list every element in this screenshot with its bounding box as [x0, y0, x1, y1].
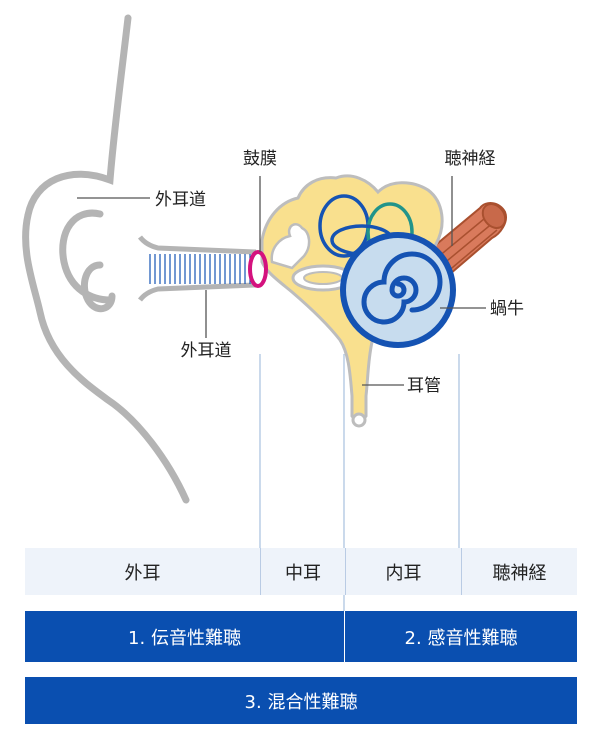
label-outer-ear-canal-upper: 外耳道	[155, 190, 206, 210]
label-cochlea: 蝸牛	[490, 299, 524, 319]
region-auditory-nerve: 聴神経	[461, 548, 577, 595]
leader-lines	[77, 176, 486, 386]
label-eardrum: 鼓膜	[243, 149, 277, 169]
ossicles	[270, 223, 311, 270]
label-outer-ear-canal-lower: 外耳道	[181, 341, 232, 361]
sensorineural-hearing-loss: 2. 感音性難聴	[344, 611, 577, 662]
mixed-hearing-loss: 3. 混合性難聴	[244, 691, 358, 713]
nerve-end	[481, 203, 507, 229]
auricle-outline	[22, 14, 190, 504]
region-outer-ear: 外耳	[124, 562, 161, 584]
oval-window-inner	[303, 271, 343, 285]
ear-canal-hatching	[149, 254, 251, 284]
ear-region-row: 外耳 中耳 内耳 聴神経	[25, 548, 577, 595]
region-middle-ear: 中耳	[260, 548, 345, 595]
eardrum	[248, 250, 268, 288]
concha-outline	[81, 261, 116, 313]
label-eustachian-tube: 耳管	[407, 376, 441, 396]
mixed-hearing-loss-row: 3. 混合性難聴	[25, 677, 577, 724]
cochlea-spiral	[361, 251, 443, 325]
label-auditory-nerve: 聴神経	[445, 149, 496, 169]
hearing-loss-type-row: 1. 伝音性難聴 2. 感音性難聴	[25, 611, 577, 662]
region-dividers	[259, 354, 460, 662]
region-inner-ear: 内耳	[345, 548, 461, 595]
eustachian-tube-end	[351, 412, 367, 428]
conductive-hearing-loss: 1. 伝音性難聴	[128, 627, 241, 649]
ear-canal-lower-wall	[138, 282, 257, 302]
ear-canal-upper-wall	[138, 235, 257, 255]
antihelix-outline	[59, 209, 114, 304]
